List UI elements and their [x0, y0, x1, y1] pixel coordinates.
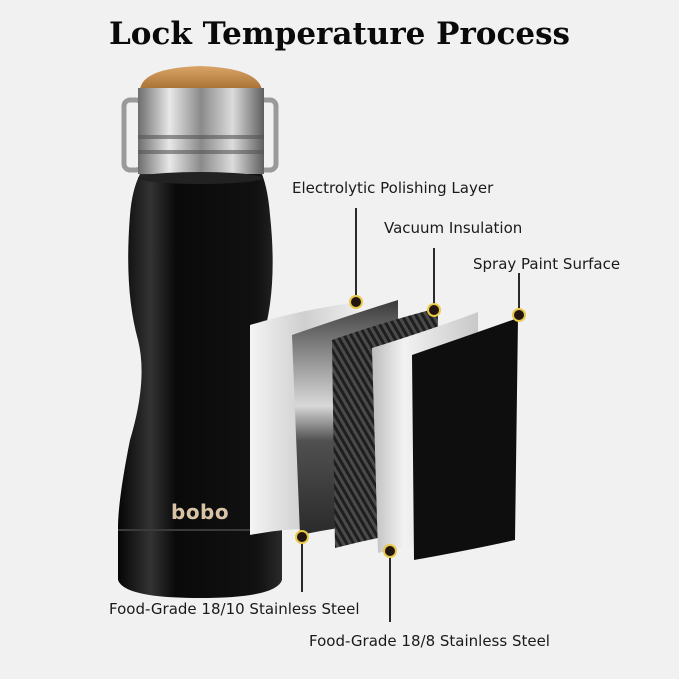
layer-label-electrolytic: Electrolytic Polishing Layer	[292, 179, 494, 197]
marker-dot	[349, 295, 363, 309]
layer-label-18-10-steel: Food-Grade 18/10 Stainless Steel	[109, 600, 360, 618]
leader-line	[301, 540, 303, 592]
marker-dot	[512, 308, 526, 322]
page-title: Lock Temperature Process	[108, 16, 570, 52]
leader-line	[518, 273, 520, 313]
leader-line	[433, 248, 435, 304]
layer-label-vacuum: Vacuum Insulation	[384, 219, 523, 237]
leader-line	[355, 208, 357, 298]
layer-label-spray-paint: Spray Paint Surface	[473, 255, 621, 273]
leader-line	[389, 552, 391, 622]
marker-dot	[295, 530, 309, 544]
layer-label-18-8-steel: Food-Grade 18/8 Stainless Steel	[309, 632, 550, 650]
marker-dot	[427, 303, 441, 317]
brand-logo: bobo	[171, 500, 230, 524]
marker-dot	[383, 544, 397, 558]
